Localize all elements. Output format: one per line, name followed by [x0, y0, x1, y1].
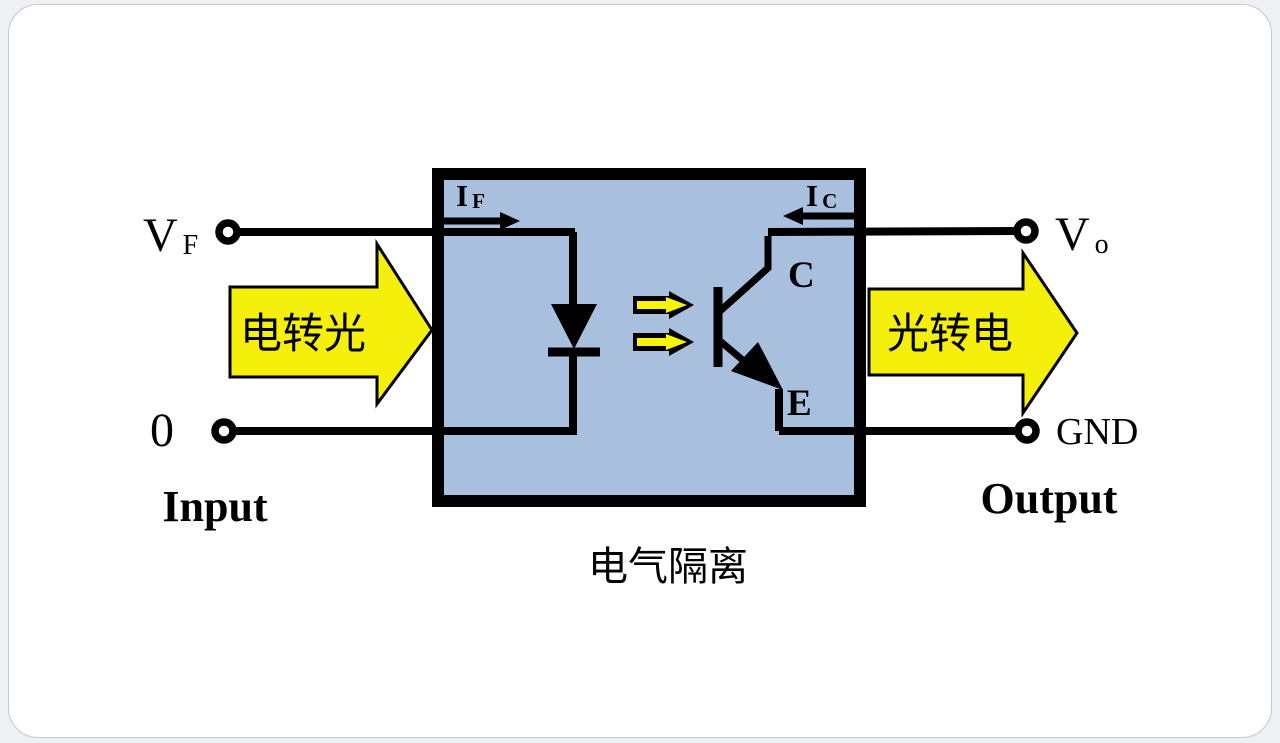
vo-label-main: V	[1055, 208, 1090, 261]
light-arrow-top	[633, 291, 694, 319]
zero-terminal	[211, 418, 237, 444]
ic-arrow-head	[783, 207, 803, 225]
vo-label-sub: o	[1095, 229, 1109, 260]
vo-wire	[767, 227, 1017, 236]
if-label-sub: F	[472, 189, 485, 213]
vf-label-sub: F	[183, 230, 199, 261]
vf-label-main: V	[143, 209, 178, 262]
electrical-isolation-label: 电气隔离	[588, 544, 748, 589]
gnd-label: GND	[1056, 411, 1138, 453]
gnd-terminal	[1014, 418, 1040, 444]
light-arrow-top-fill	[637, 297, 687, 313]
if-label-main: I	[456, 178, 468, 213]
input-label: Input	[162, 482, 268, 531]
ic-label: I C	[806, 178, 837, 213]
light-to-electric-arrow	[867, 248, 1079, 418]
electric-to-light-label: 电转光	[240, 312, 366, 358]
vf-terminal	[215, 219, 241, 245]
led-triangle	[551, 304, 597, 349]
if-arrow-head	[500, 212, 520, 230]
vf-label: V F	[143, 209, 198, 262]
electric-to-light-arrow	[228, 238, 434, 409]
vo-terminal	[1013, 218, 1039, 244]
output-label: Output	[981, 474, 1118, 523]
light-arrow-bottom-fill	[637, 334, 687, 350]
light-to-electric-label: 光转电	[887, 312, 1013, 358]
light-arrow-bottom	[633, 328, 694, 356]
ic-label-sub: C	[822, 189, 837, 213]
if-label: I F	[456, 178, 485, 213]
transistor-emitter-arrowhead	[731, 342, 783, 390]
zero-label: 0	[150, 404, 174, 457]
ic-label-main: I	[806, 178, 818, 213]
transistor-collector-wire	[716, 236, 772, 315]
vo-label: V o	[1055, 208, 1109, 261]
collector-label: C	[788, 255, 815, 296]
emitter-label: E	[787, 383, 812, 424]
